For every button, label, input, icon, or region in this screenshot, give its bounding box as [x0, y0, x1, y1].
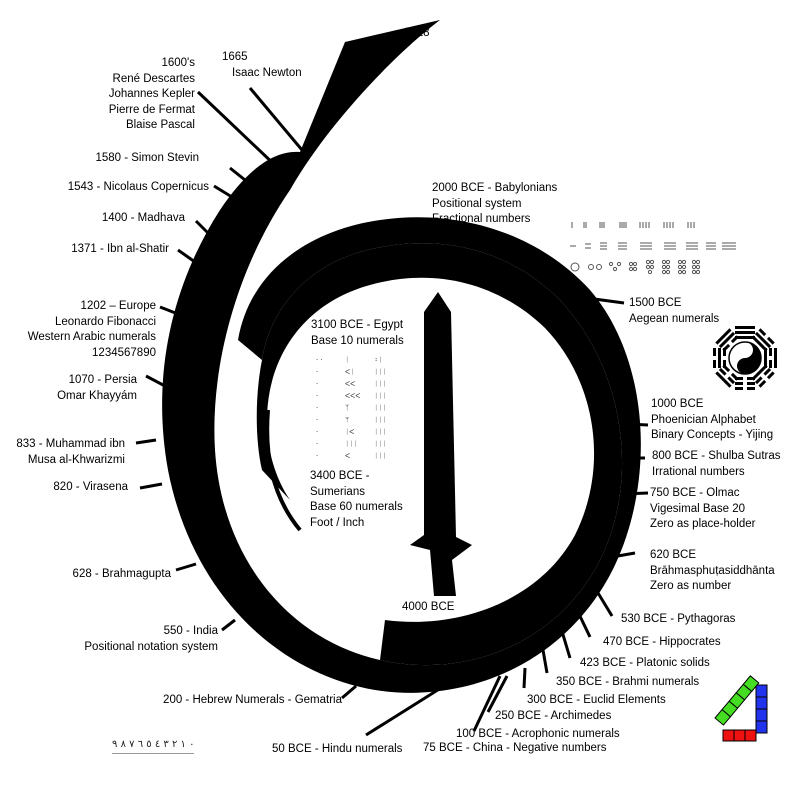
svg-text:ᐸᛁ: ᐸᛁ	[345, 368, 354, 376]
hindu-arabic-digits-strip: ٠ ١ ٢ ٣ ٤ ٥ ٦ ٧ ٨ ٩	[112, 737, 195, 754]
top-year-label: 2018	[404, 27, 430, 39]
svg-text:ᛉ: ᛉ	[345, 404, 349, 412]
svg-text:ᛘ: ᛘ	[345, 416, 349, 424]
event-350bce: 350 BCE - Brahmi numerals	[556, 676, 700, 688]
svg-text:ᐸ: ᐸ	[345, 452, 350, 460]
svg-text:ᛁᛁᛁ: ᛁᛁᛁ	[374, 452, 387, 460]
event-1371: 1371 - Ibn al-Shatir	[71, 243, 169, 255]
svg-text:·: ·	[316, 416, 318, 424]
spiral-outer-band	[162, 20, 641, 693]
event-628: 628 - Brahmagupta	[72, 568, 171, 580]
svg-text:ᐸᐸᐸ: ᐸᐸᐸ	[345, 392, 360, 400]
svg-text:ᛁᛁᛁ: ᛁᛁᛁ	[374, 440, 387, 448]
svg-text:·: ·	[316, 404, 318, 412]
number-four-blocks-icon	[714, 675, 768, 742]
svg-text:·: ·	[316, 452, 318, 460]
event-300bce: 300 BCE - Euclid Elements	[527, 694, 666, 706]
event-1400: 1400 - Madhava	[101, 212, 185, 224]
event-75bce: 75 BCE - China - Negative numbers	[423, 742, 607, 754]
svg-text:ᛁᛁᛁ: ᛁᛁᛁ	[374, 368, 387, 376]
event-50bce: 50 BCE - Hindu numerals	[272, 743, 403, 755]
inner-hook	[265, 409, 302, 532]
svg-text:·: ·	[316, 368, 318, 376]
svg-text:·: ·	[316, 380, 318, 388]
svg-text:ᛁᛁᛁ: ᛁᛁᛁ	[345, 440, 358, 448]
bagua-trigrams-icon	[713, 326, 777, 390]
event-1580: 1580 - Simon Stevin	[95, 152, 199, 164]
svg-text:᛬ᛁ: ᛬ᛁ	[374, 356, 382, 364]
event-1543: 1543 - Nicolaus Copernicus	[67, 181, 209, 193]
event-470bce: 470 BCE - Hippocrates	[603, 636, 721, 648]
svg-text:·: ·	[316, 440, 318, 448]
svg-text:ᛁᛁᛁ: ᛁᛁᛁ	[374, 392, 387, 400]
event-530bce: 530 BCE - Pythagoras	[621, 613, 736, 625]
event-250bce: 250 BCE - Archimedes	[495, 710, 612, 722]
event-820: 820 - Virasena	[53, 481, 128, 493]
svg-text:ᐸᐸ: ᐸᐸ	[345, 380, 355, 388]
svg-text:ᛁᛁᛁ: ᛁᛁᛁ	[374, 380, 387, 388]
cuneiform-numerals-table: · · ᛁ ᛬ᛁ · ᐸᛁ ᛁᛁᛁ · ᐸᐸ ᛁᛁᛁ · ᐸᐸᐸ ᛁᛁᛁ · ᛉ ᛁᛁᛁ · ᛘ ᛁᛁᛁ…	[316, 356, 387, 460]
aegean-numerals-glyph	[570, 259, 701, 275]
svg-text:ᛁ: ᛁ	[345, 356, 349, 364]
yin-yang-icon	[728, 341, 762, 375]
svg-text:ᛁᐸ: ᛁᐸ	[345, 428, 354, 436]
svg-text:·: ·	[316, 392, 318, 400]
svg-text:ᛁᛁᛁ: ᛁᛁᛁ	[374, 428, 387, 436]
event-200: 200 - Hebrew Numerals - Gematria	[163, 694, 342, 706]
event-423bce: 423 BCE - Platonic solids	[580, 657, 710, 669]
center-obelisk	[410, 292, 472, 596]
svg-text:·: ·	[316, 428, 318, 436]
svg-text:ᛁᛁᛁ: ᛁᛁᛁ	[374, 404, 387, 412]
svg-text:· ·: · ·	[316, 356, 323, 364]
cuneiform-numerals-glyph	[570, 222, 736, 250]
center-year-label: 4000 BCE	[402, 601, 455, 613]
timeline-leaders	[135, 87, 649, 737]
event-100bce: 100 BCE - Acrophonic numerals	[456, 728, 620, 740]
svg-text:ᛁᛁᛁ: ᛁᛁᛁ	[374, 416, 387, 424]
